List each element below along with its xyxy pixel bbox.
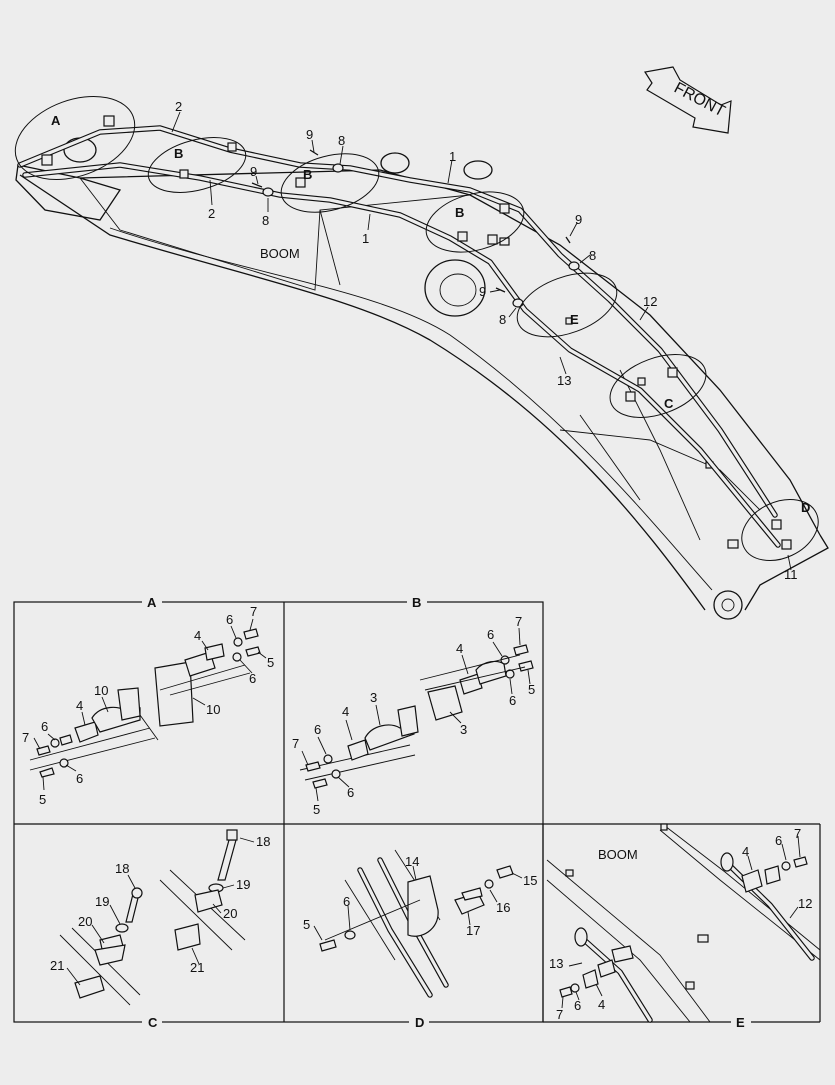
- panel-c-callout-18b: 18: [256, 834, 270, 849]
- main-leader-lines: [171, 111, 792, 571]
- panel-c-callout-19a: 19: [95, 894, 109, 909]
- panel-a-callout-7a: 7: [22, 730, 29, 745]
- panel-b-callout-7a: 7: [292, 736, 299, 751]
- panel-d: D 14 15 16 17 5 6: [303, 849, 537, 1030]
- front-arrow: FRONT: [644, 66, 732, 134]
- panel-d-label: D: [415, 1015, 424, 1030]
- callout-8c: 8: [589, 248, 596, 263]
- panel-c-callout-20b: 20: [223, 906, 237, 921]
- marker-b3: B: [455, 205, 464, 220]
- panel-c-label: C: [148, 1015, 158, 1030]
- panel-d-callout-14: 14: [405, 854, 419, 869]
- panel-a-callout-4b: 4: [194, 628, 201, 643]
- panel-c-callout-21b: 21: [190, 960, 204, 975]
- callout-2a: 2: [175, 99, 182, 114]
- callout-2b: 2: [208, 206, 215, 221]
- callout-1b: 1: [362, 231, 369, 246]
- marker-e: E: [570, 312, 579, 327]
- panel-b-callout-6a: 6: [314, 722, 321, 737]
- panel-a-callout-4a: 4: [76, 698, 83, 713]
- panel-c-callout-18a: 18: [115, 861, 129, 876]
- panel-b-callout-3b: 3: [460, 722, 467, 737]
- panel-e-label: E: [736, 1015, 745, 1030]
- panel-a-label: A: [147, 595, 157, 610]
- panel-a-callout-10b: 10: [206, 702, 220, 717]
- panel-e-callout-4a: 4: [742, 844, 749, 859]
- panel-d-callout-17: 17: [466, 923, 480, 938]
- panel-b-callout-4b: 4: [456, 641, 463, 656]
- panel-b-callout-3a: 3: [370, 690, 377, 705]
- marker-b1: B: [174, 146, 183, 161]
- panel-a-callout-6a: 6: [41, 719, 48, 734]
- panel-a: A 7 6 4: [22, 595, 274, 807]
- panel-c-callout-20a: 20: [78, 914, 92, 929]
- panel-b-callout-6b: 6: [347, 785, 354, 800]
- panel-a-callout-6c: 6: [249, 671, 256, 686]
- callout-9a: 9: [306, 127, 313, 142]
- callout-13: 13: [557, 373, 571, 388]
- panel-a-callout-5a: 5: [39, 792, 46, 807]
- panel-b-callout-7b: 7: [515, 614, 522, 629]
- marker-b2: B: [303, 167, 312, 182]
- panel-b-label: B: [412, 595, 421, 610]
- panel-d-callout-5: 5: [303, 917, 310, 932]
- callout-1a: 1: [449, 149, 456, 164]
- callout-9d: 9: [479, 284, 486, 299]
- callout-9b: 9: [250, 164, 257, 179]
- panel-a-callout-10a: 10: [94, 683, 108, 698]
- panel-e-callout-12: 12: [798, 896, 812, 911]
- panel-e-callout-4b: 4: [598, 997, 605, 1012]
- callout-8b: 8: [262, 213, 269, 228]
- panel-e-callout-7b: 7: [556, 1007, 563, 1022]
- marker-d: D: [801, 500, 810, 515]
- detail-ellipses: [14, 95, 819, 561]
- panel-b-callout-5a: 5: [313, 802, 320, 817]
- panel-e-boom-label: BOOM: [598, 847, 638, 862]
- callout-12: 12: [643, 294, 657, 309]
- panel-c-callout-21a: 21: [50, 958, 64, 973]
- panel-e-callout-6b: 6: [574, 998, 581, 1013]
- main-callouts: 2 2 9 8 9 8 1 1 9 8 9 8 12 13 11: [175, 99, 798, 582]
- panel-a-callout-6b: 6: [76, 771, 83, 786]
- marker-c: C: [664, 396, 674, 411]
- panel-e-callout-6a: 6: [775, 833, 782, 848]
- panel-b-callout-5b: 5: [528, 682, 535, 697]
- panel-d-callout-16: 16: [496, 900, 510, 915]
- boom-label: BOOM: [260, 246, 300, 261]
- panel-b-callout-6c: 6: [509, 693, 516, 708]
- detail-markers: A B B B E C D: [51, 113, 810, 515]
- callout-9c: 9: [575, 212, 582, 227]
- panel-e-callout-13: 13: [549, 956, 563, 971]
- marker-a: A: [51, 113, 61, 128]
- panel-a-callout-6d: 6: [226, 612, 233, 627]
- callout-8d: 8: [499, 312, 506, 327]
- panel-b-callout-4a: 4: [342, 704, 349, 719]
- callout-8a: 8: [338, 133, 345, 148]
- detail-panels-frame: [13, 594, 821, 1030]
- callout-11: 11: [784, 567, 798, 582]
- panel-d-callout-15: 15: [523, 873, 537, 888]
- panel-c-callout-19b: 19: [236, 877, 250, 892]
- panel-a-callout-5b: 5: [267, 655, 274, 670]
- panel-a-callout-7b: 7: [250, 604, 257, 619]
- boom-body: BOOM: [15, 137, 829, 620]
- panel-b: B 7 6 4 5 6: [292, 595, 535, 817]
- panel-e: E BOOM: [546, 823, 821, 1030]
- panel-b-callout-6d: 6: [487, 627, 494, 642]
- panel-c: C 18 19 20 21 18 19 20 21: [50, 829, 270, 1030]
- panel-d-callout-6: 6: [343, 894, 350, 909]
- panel-e-callout-7a: 7: [794, 826, 801, 841]
